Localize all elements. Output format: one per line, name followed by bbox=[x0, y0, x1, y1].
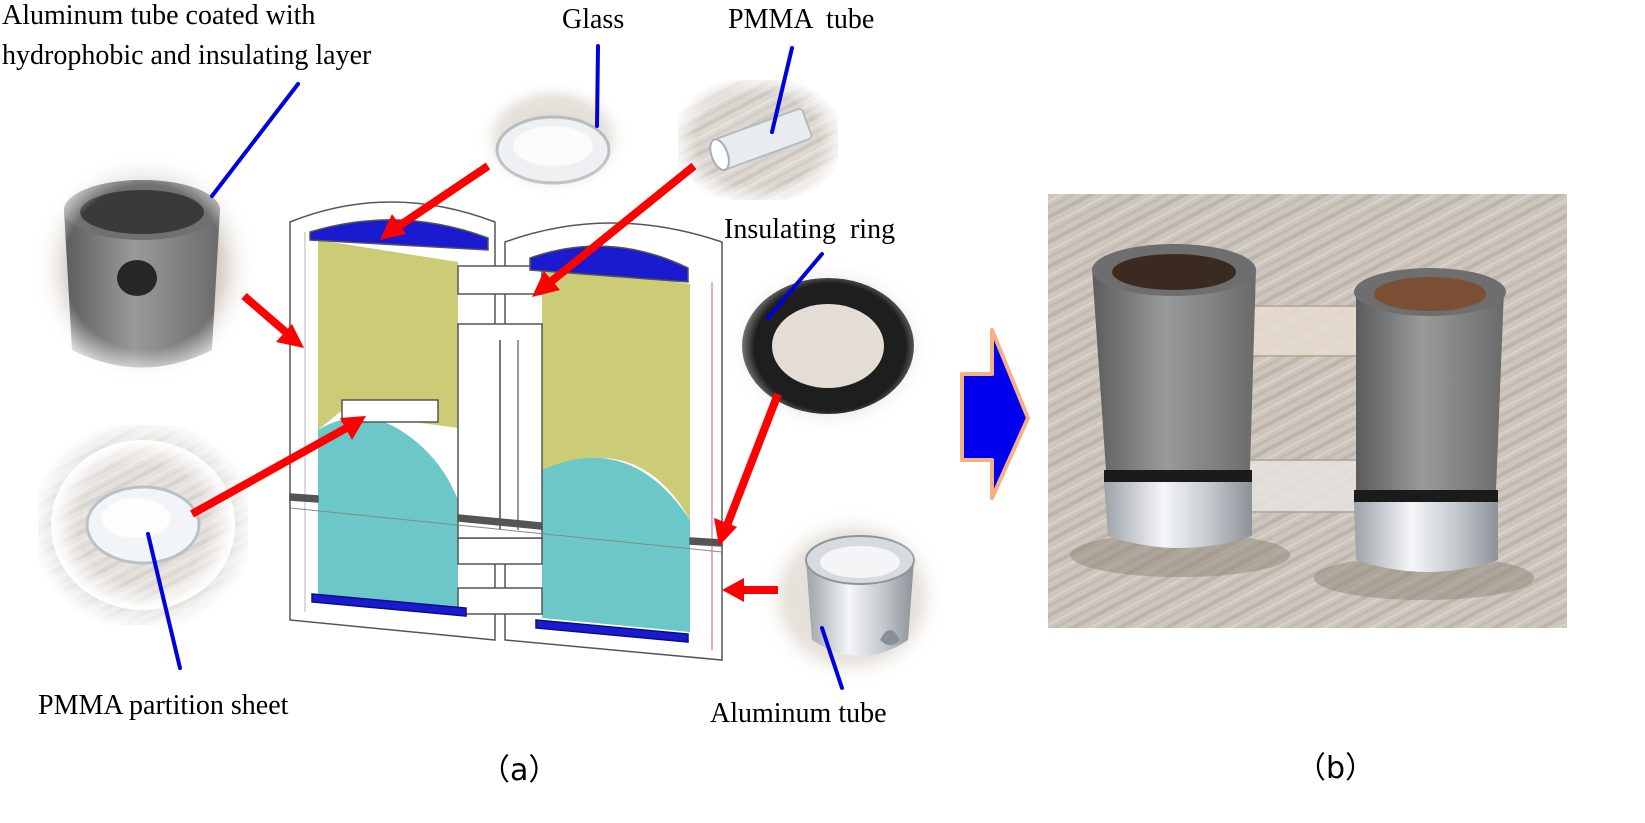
photo-pmma-tube bbox=[670, 74, 846, 206]
caption-b: （b） bbox=[1296, 751, 1375, 786]
leader-pmma-tube bbox=[770, 46, 794, 134]
arrow-glass bbox=[380, 162, 491, 240]
lower-connecting-channel bbox=[457, 537, 543, 565]
arrow-pmma-tube bbox=[532, 162, 697, 297]
leader-partition-sheet bbox=[146, 532, 182, 670]
leader-aluminum-tube bbox=[820, 626, 844, 690]
leader-glass bbox=[595, 44, 600, 128]
label-pmma-partition-sheet: PMMA partition sheet bbox=[38, 690, 289, 721]
right-lower-liquid bbox=[542, 457, 690, 632]
left-lower-liquid bbox=[318, 417, 458, 612]
right-insulating-band bbox=[689, 537, 723, 547]
right-bottom-electrode bbox=[535, 619, 689, 643]
arrow-aluminum-tube bbox=[722, 578, 778, 602]
cross-section-diagram bbox=[289, 201, 723, 661]
leader-insulating-ring bbox=[766, 252, 824, 320]
photo-assembled-device bbox=[1048, 194, 1567, 628]
caption-a: （a） bbox=[480, 753, 558, 788]
label-aluminum-tube: Aluminum tube bbox=[710, 698, 887, 729]
photo-insulating-ring bbox=[722, 256, 938, 438]
label-aluminum-coated-line2: hydrophobic and insulating layer bbox=[2, 40, 372, 71]
arrow-insulating-ring bbox=[714, 392, 782, 546]
leader-lines bbox=[146, 44, 844, 690]
red-arrows bbox=[190, 162, 782, 602]
label-glass: Glass bbox=[562, 4, 624, 35]
photo-aluminum-tube bbox=[752, 502, 952, 692]
left-bottom-electrode bbox=[311, 593, 467, 617]
arrow-coated-tube bbox=[241, 292, 304, 348]
label-aluminum-coated-line1: Aluminum tube coated with bbox=[2, 0, 315, 31]
photo-pmma-partition-sheet bbox=[30, 418, 256, 632]
center-insulating-band bbox=[457, 514, 543, 530]
label-insulating-ring: Insulating ring bbox=[724, 214, 895, 245]
arrow-partition-sheet bbox=[190, 416, 366, 518]
right-top-glass bbox=[529, 245, 689, 283]
partition-sheet-section bbox=[341, 399, 439, 423]
left-insulating-band bbox=[289, 493, 319, 503]
upper-connecting-channel bbox=[457, 265, 543, 295]
photo-coated-aluminum-tube bbox=[30, 150, 260, 385]
leader-coated-tube bbox=[210, 82, 300, 198]
left-upper-liquid bbox=[318, 240, 458, 430]
photo-glass bbox=[470, 76, 636, 200]
label-pmma-tube: PMMA tube bbox=[728, 4, 874, 35]
right-upper-liquid bbox=[542, 262, 690, 520]
transition-arrow bbox=[960, 328, 1030, 500]
